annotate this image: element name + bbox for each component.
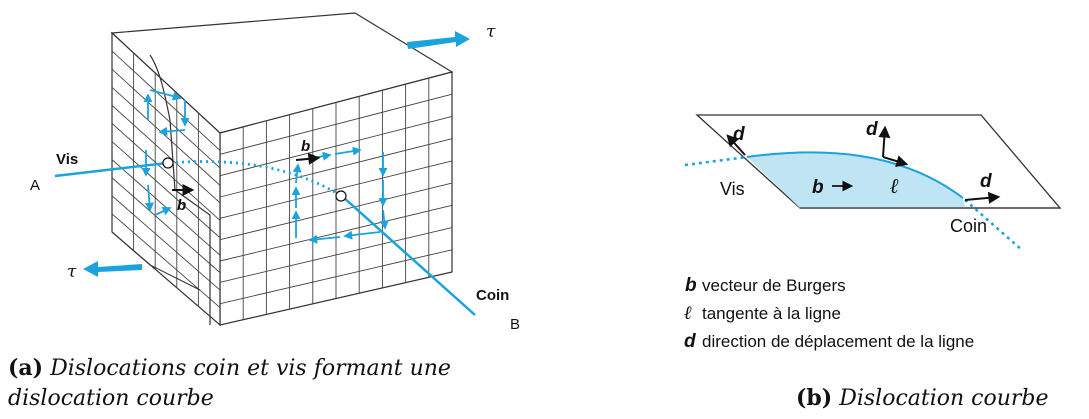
caption-b-tag: (b) [796, 385, 833, 411]
vis-label-a: Vis [56, 151, 78, 168]
caption-a: (a) Dislocations coin et vis formant une… [8, 353, 568, 414]
point-b-label: B [510, 316, 520, 333]
d-arrow-top [878, 125, 891, 158]
legend-text-b: vecteur de Burgers [702, 276, 846, 295]
crystal-block-diagram [110, 12, 454, 327]
lattice-line [111, 141, 221, 239]
tau-top-label: τ [486, 22, 496, 42]
d-arrow-right [964, 191, 1001, 204]
l-arrow-top [882, 155, 909, 167]
caption-b-text: Dislocation courbe [839, 386, 1049, 411]
screw-dislocation-line [54, 161, 168, 178]
b-top-label: b [301, 138, 310, 155]
legend-text-d: direction de déplacement de la ligne [702, 332, 974, 351]
b-bottom-label: b [177, 197, 186, 214]
b-inner-label: b [812, 177, 824, 198]
lattice-line [111, 123, 221, 221]
dislocation-marker-left [162, 157, 174, 169]
legend: b vecteur de Burgers ℓ tangente à la lig… [684, 275, 974, 352]
coin-label-b: Coin [950, 216, 987, 236]
lattice-line [219, 182, 453, 241]
shear-arrow-bottom [83, 261, 142, 277]
slip-step-lower [111, 231, 201, 291]
lattice-line [111, 213, 221, 308]
point-a-label: A [30, 177, 40, 194]
legend-symbol-l: ℓ [684, 302, 692, 324]
edge-dislocation-line [342, 196, 476, 316]
d-top-label: d [866, 119, 878, 140]
lattice-line [219, 204, 453, 262]
caption-a-line1: Dislocations coin et vis formant une [50, 356, 451, 381]
lattice-line [111, 177, 221, 273]
lattice-line [219, 138, 453, 198]
coin-label-a: Coin [476, 287, 509, 304]
edge-extension-b [964, 199, 1023, 251]
lattice-line [111, 68, 221, 169]
screw-extension-b [684, 155, 748, 167]
lattice-line [111, 86, 221, 186]
caption-a-tag: (a) [8, 355, 44, 381]
curved-dislocation-b [746, 151, 964, 199]
crystal-left-face [111, 31, 221, 327]
tau-bottom-label: τ [67, 262, 77, 282]
dislocation-marker-right [335, 190, 347, 202]
vis-label-b: Vis [720, 179, 745, 199]
l-inner-label: ℓ [890, 173, 899, 198]
lattice-line [219, 93, 453, 155]
caption-a-line2: dislocation courbe [8, 386, 214, 411]
lattice-line [111, 195, 221, 291]
lattice-line [219, 116, 453, 177]
burgers-vector-top [295, 152, 321, 165]
lattice-line [111, 105, 221, 204]
d-arrow-left [726, 134, 746, 156]
lattice-line [219, 160, 453, 219]
d-left-label: d [733, 124, 745, 145]
lattice-line [219, 227, 453, 283]
burgers-circuit-left [141, 89, 190, 216]
d-right-label: d [980, 171, 992, 192]
legend-text-l: tangente à la ligne [702, 304, 841, 323]
legend-symbol-d: d [684, 331, 696, 352]
legend-symbol-b: b [685, 275, 697, 296]
slip-step [149, 54, 211, 325]
slipped-region [747, 152, 965, 208]
shear-arrow-top [407, 31, 470, 49]
caption-b: (b) Dislocation courbe [796, 383, 1086, 414]
